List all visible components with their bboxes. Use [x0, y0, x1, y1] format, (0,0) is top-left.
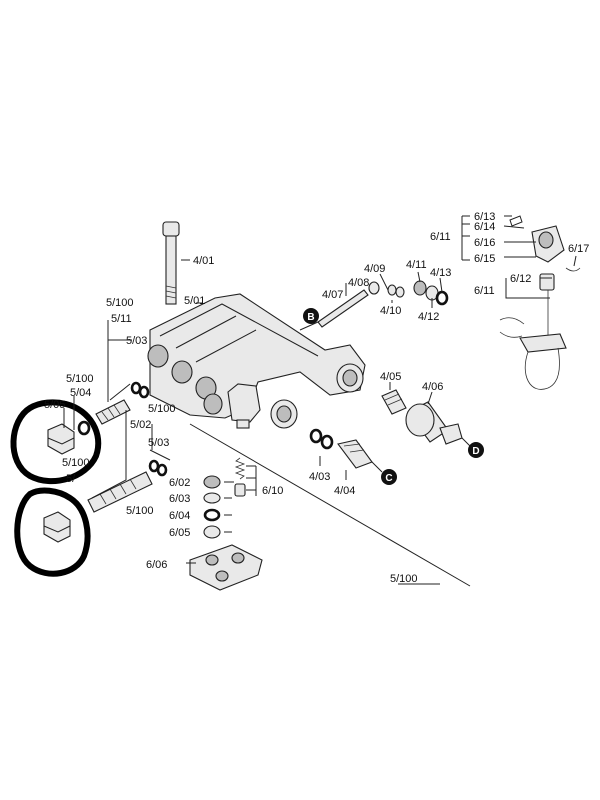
label-6-15: 6/15 — [474, 253, 495, 265]
inlet-valve-4-04 — [337, 439, 383, 473]
label-5-02: 5/02 — [130, 419, 151, 431]
label-4-08: 4/08 — [348, 277, 369, 289]
label-5-100-e: 5/100 — [126, 505, 154, 517]
label-4-07: 4/07 — [322, 289, 343, 301]
label-5-01: 5/01 — [184, 295, 205, 307]
label-5-04-a: 5/04 — [70, 387, 91, 399]
label-6-16: 6/16 — [474, 237, 495, 249]
label-6-14: 6/14 — [474, 221, 495, 233]
seal-set-4-09 — [387, 284, 405, 298]
valve-cap-4-11 — [413, 280, 449, 306]
highlight-circle-upper — [10, 399, 102, 485]
label-4-05: 4/05 — [380, 371, 401, 383]
cartridge-5-02 — [87, 459, 168, 513]
piston-rod-4-07 — [299, 281, 380, 331]
label-6-05: 6/05 — [169, 527, 190, 539]
label-5-100-d: 5/100 — [62, 457, 90, 469]
label-5-03-a: 5/03 — [126, 335, 147, 347]
reference-badge-c — [381, 469, 397, 485]
reference-badge-c-text: C — [385, 473, 392, 484]
label-4-04: 4/04 — [334, 485, 355, 497]
manifold-housing — [147, 293, 366, 419]
plug-lower — [43, 511, 71, 543]
label-4-10: 4/10 — [380, 305, 401, 317]
label-4-11: 4/11 — [406, 259, 427, 271]
spring-6-10 — [234, 457, 246, 497]
label-6-12: 6/12 — [510, 273, 531, 285]
reference-badge-d — [468, 442, 484, 458]
reference-badge-b-text: B — [307, 312, 314, 323]
label-5-100-c: 5/100 — [148, 403, 176, 415]
label-5-03-b: 5/03 — [148, 437, 169, 449]
union-nut — [270, 399, 298, 429]
label-5-05: 5/05 — [44, 399, 65, 411]
label-4-09: 4/09 — [364, 263, 385, 275]
highlight-circle-lower — [14, 487, 91, 577]
reference-badge-d-text: D — [472, 446, 479, 457]
label-6-13: 6/13 — [474, 211, 495, 223]
leader-lines — [63, 215, 577, 587]
seal-stack-6-02-6-05 — [203, 475, 221, 539]
part-labels: 4/01 5/01 4/07 4/08 4/09 4/10 4/11 4/12 … — [44, 211, 589, 585]
label-4-03: 4/03 — [309, 471, 330, 483]
label-5-100-f: 5/100 — [390, 573, 418, 585]
bolt-4-01 — [162, 221, 180, 305]
label-4-01: 4/01 — [193, 255, 214, 267]
label-4-13: 4/13 — [430, 267, 451, 279]
base-plate-6-06 — [189, 544, 263, 591]
label-6-03: 6/03 — [169, 493, 190, 505]
o-rings-4-03 — [309, 428, 334, 450]
label-5-100-a: 5/100 — [106, 297, 134, 309]
label-6-06: 6/06 — [146, 559, 167, 571]
outlet-union-4-06 — [405, 401, 471, 447]
label-5-04-b: 5/ — [66, 473, 76, 485]
label-6-11-b: 6/11 — [474, 285, 495, 297]
label-4-06: 4/06 — [422, 381, 443, 393]
label-6-11-a: 6/11 — [430, 231, 451, 243]
label-6-02: 6/02 — [169, 477, 190, 489]
reference-badge-b — [303, 308, 319, 324]
label-6-17: 6/17 — [568, 243, 589, 255]
label-5-11: 5/11 — [111, 313, 132, 325]
label-6-10: 6/10 — [262, 485, 283, 497]
check-valve-4-05 — [381, 389, 407, 415]
label-5-100-b: 5/100 — [66, 373, 94, 385]
label-4-12: 4/12 — [418, 311, 439, 323]
valve-block — [227, 383, 261, 429]
plug-5-05-upper — [47, 420, 91, 455]
label-6-04: 6/04 — [169, 510, 190, 522]
cartridge-5-11 — [95, 381, 150, 425]
